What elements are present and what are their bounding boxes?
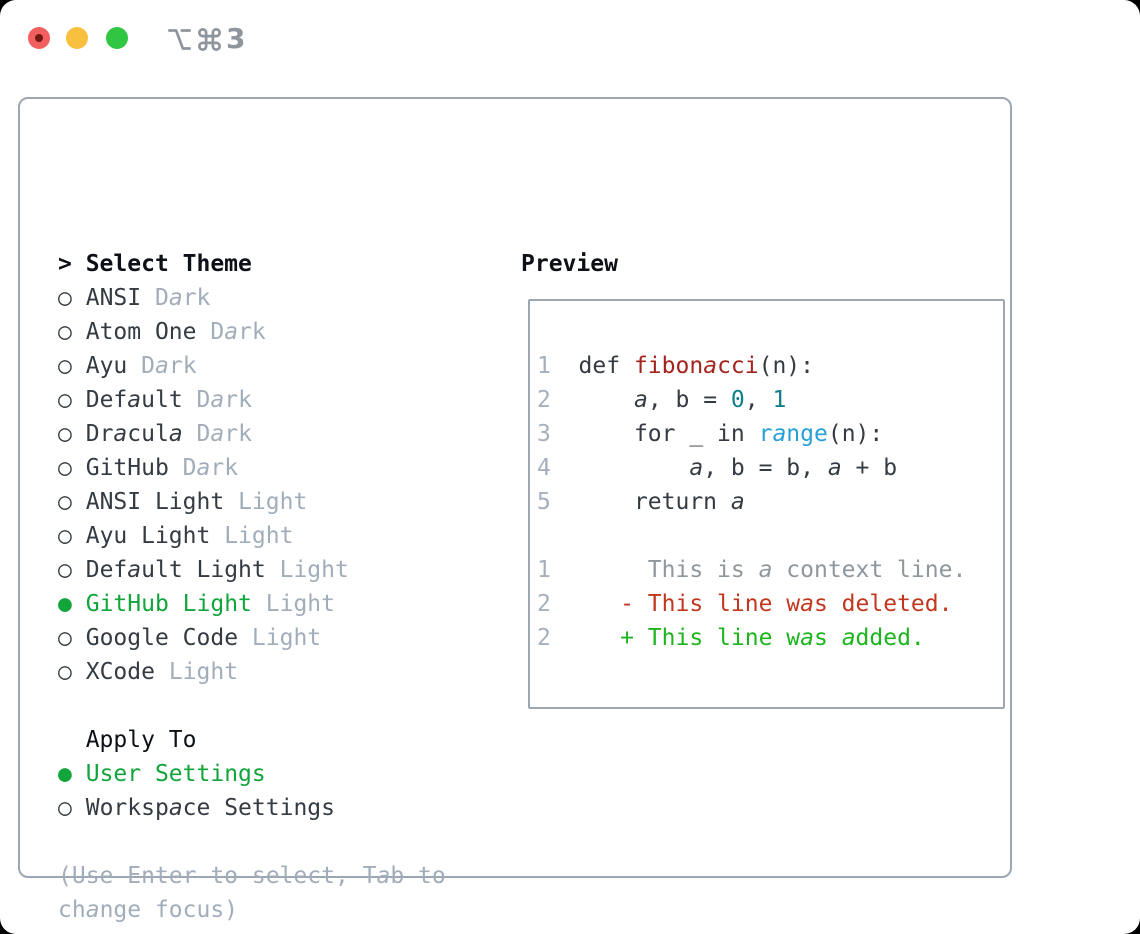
help-text-line: (Use Enter to select, Tab to [58,863,446,889]
prompt-caret: > [58,251,86,277]
preview-line [537,519,966,553]
preview-line: 2 a, b = 0, 1 [537,387,787,413]
theme-variant-tag: Light [279,557,349,583]
close-button[interactable] [28,27,50,49]
preview-line: 1 This is a context line. [537,557,967,583]
theme-variant-tag: Light [168,659,239,685]
radio-unselected-icon: ○ [58,353,72,379]
apply-option-workspace-settings[interactable]: ○ Workspace Settings [58,791,446,825]
apply-target-label: Workspace Settings [85,795,335,821]
help-text-line: change focus) [58,897,239,923]
theme-variant-tag: Dark [182,455,239,481]
theme-option-ayu[interactable]: ○ Ayu Dark [58,349,446,383]
theme-name: GitHub [85,455,169,481]
theme-name: XCode [85,659,155,685]
select-theme-header: > Select Theme [58,247,446,281]
spacer-row [58,689,446,723]
theme-variant-tag: Light [251,625,322,651]
radio-unselected-icon: ○ [58,625,72,651]
apply-target-label: User Settings [85,761,266,787]
theme-option-dracula[interactable]: ○ Dracula Dark [58,417,446,451]
theme-option-xcode[interactable]: ○ XCode Light [58,655,446,689]
theme-variant-tag: Light [238,489,308,515]
theme-name: Ayu [85,353,128,379]
content-frame: > Select Theme○ ANSI Dark○ Atom One Dark… [18,97,1012,923]
theme-option-default[interactable]: ○ Default Dark [58,383,446,417]
theme-option-default-light[interactable]: ○ Default Light Light [58,553,446,587]
radio-unselected-icon: ○ [58,319,72,345]
select-theme-title: Select Theme [85,251,252,277]
theme-option-github[interactable]: ○ GitHub Dark [58,451,446,485]
theme-option-ayu-light[interactable]: ○ Ayu Light Light [58,519,446,553]
theme-option-ansi-light[interactable]: ○ ANSI Light Light [58,485,446,519]
theme-name: Dracula [85,421,183,447]
radio-unselected-icon: ○ [58,421,72,447]
preview-line: 5 return a [537,489,745,515]
theme-option-google-code[interactable]: ○ Google Code Light [58,621,446,655]
theme-name: ANSI Light [85,489,225,515]
radio-unselected-icon: ○ [58,285,72,311]
radio-unselected-icon: ○ [58,557,72,583]
theme-option-atom-one[interactable]: ○ Atom One Dark [58,315,446,349]
theme-option-github-light[interactable]: ● GitHub Light Light [58,587,446,621]
theme-name: Default Light [85,557,266,583]
window-title: 3 [166,24,245,54]
preview-line: 2 - This line was deleted. [537,591,953,617]
theme-variant-tag: Light [224,523,294,549]
preview-line: 1 def fibonacci(n): [537,353,814,379]
radio-unselected-icon: ○ [58,523,72,549]
radio-unselected-icon: ○ [58,659,72,685]
theme-variant-tag: Dark [196,387,252,413]
theme-variant-tag: Dark [141,353,197,379]
spacer-row [58,825,446,859]
theme-name: ANSI [85,285,142,311]
minimize-button[interactable] [66,27,88,49]
theme-name: Default [85,387,183,413]
theme-variant-tag: Dark [154,285,211,311]
radio-selected-icon: ● [58,591,72,617]
theme-name: GitHub Light [85,591,252,617]
preview-line: 2 + This line was added. [537,625,925,651]
theme-variant-tag: Dark [210,319,266,345]
preview-pane: 1 def fibonacci(n): 2 a, b = 0, 1 3 for _ … [528,299,1005,709]
option-key-icon [168,28,191,50]
command-key-icon [198,27,221,51]
preview-code: 1 def fibonacci(n): 2 a, b = 0, 1 3 for _ … [537,349,966,655]
theme-variant-tag: Dark [196,421,252,447]
zoom-button[interactable] [106,27,128,49]
radio-unselected-icon: ○ [58,489,72,515]
radio-unselected-icon: ○ [58,455,72,481]
apply-to-title: Apply To [85,727,197,753]
preview-line: 3 for _ in range(n): [537,421,884,447]
apply-option-user-settings[interactable]: ● User Settings [58,757,446,791]
apply-to-header: Apply To [58,723,446,757]
theme-name: Ayu Light [85,523,211,549]
theme-variant-tag: Light [265,591,335,617]
theme-selector-panel: > Select Theme○ ANSI Dark○ Atom One Dark… [58,247,446,927]
radio-selected-icon: ● [58,761,72,787]
radio-unselected-icon: ○ [58,387,72,413]
theme-name: Atom One [85,319,197,345]
theme-option-ansi[interactable]: ○ ANSI Dark [58,281,446,315]
preview-line: 4 a, b = b, a + b [537,455,898,481]
radio-unselected-icon: ○ [58,795,72,821]
theme-name: Google Code [85,625,239,651]
close-dot-icon [35,34,43,42]
preview-header: Preview [521,251,618,277]
window-title-number: 3 [226,22,246,55]
